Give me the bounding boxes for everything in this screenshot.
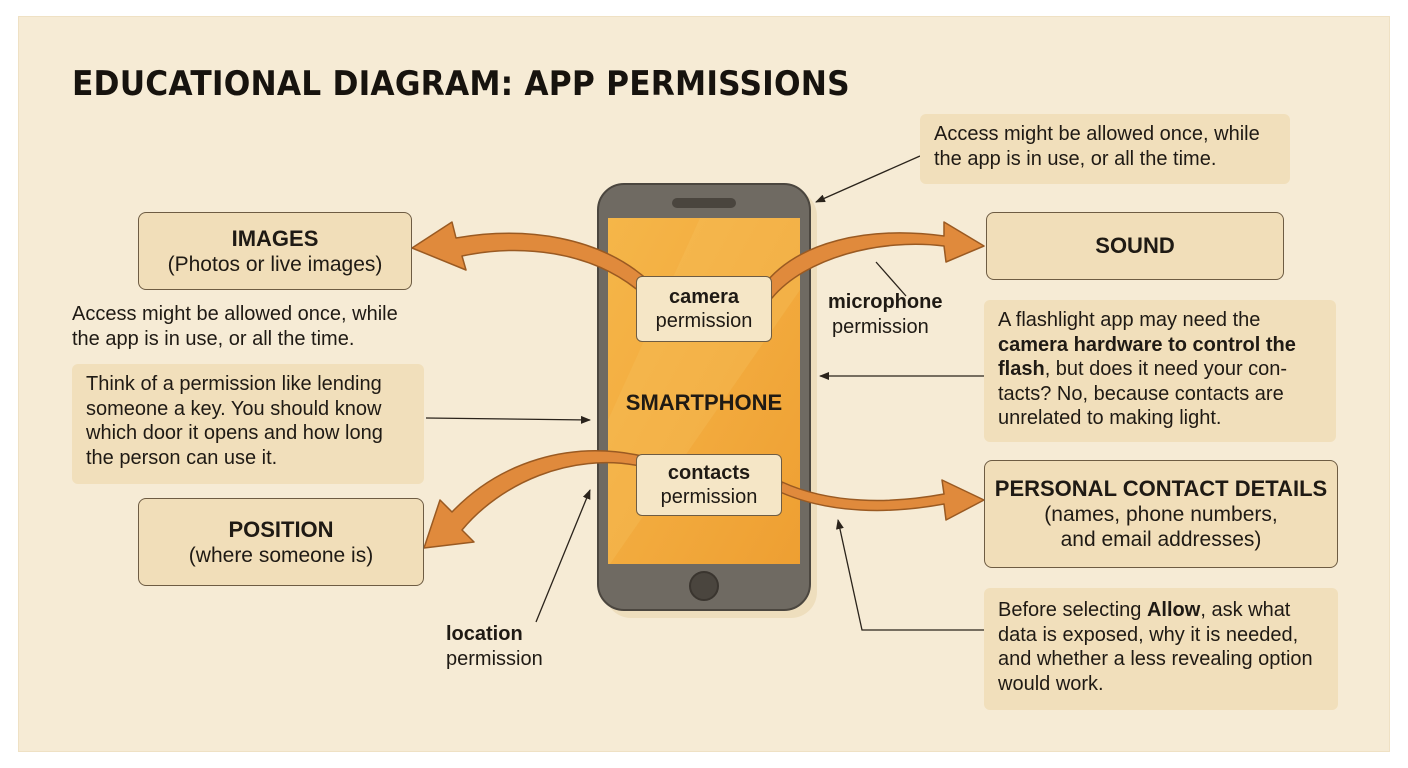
allow-pre: Before selecting (998, 599, 1147, 621)
allow-line4: would work. (998, 672, 1104, 695)
microphone-permission-label: microphone permission (828, 290, 942, 340)
allow-post: , ask what (1200, 599, 1291, 621)
images-heading: IMAGES (231, 225, 319, 251)
arrow-contacts-position (423, 450, 643, 549)
allow-line3: and whether a less revealing option (998, 648, 1313, 670)
access-note-top-line1: Access might be allowed once, while (934, 123, 1260, 145)
images-sub: (Photos or live images) (167, 252, 383, 276)
sound-heading: SOUND (1095, 233, 1175, 258)
camera-permission-word: permission (655, 310, 753, 332)
flashlight-bold1: camera hardware to control the (998, 333, 1296, 356)
flashlight-rest2: , but does it need your con- (1044, 358, 1288, 380)
flashlight-line4: unrelated to making light. (998, 407, 1222, 429)
position-box: POSITION (where someone is) (138, 498, 424, 586)
microphone-permission-name: microphone (828, 291, 943, 313)
allow-line2: data is exposed, why it is needed, (998, 623, 1299, 646)
position-sub: (where someone is) (188, 543, 374, 567)
key-analogy-note: Think of a permission like lending someo… (72, 364, 424, 484)
contact-details-sub1: (names, phone numbers, (1044, 503, 1278, 526)
camera-permission-name: camera (668, 286, 740, 308)
key-analogy-line1: Think of a permission like lending (86, 373, 382, 395)
pointer-allow (836, 519, 984, 631)
images-box: IMAGES (Photos or live images) (138, 212, 412, 290)
contacts-permission-word: permission (660, 486, 758, 508)
key-analogy-line3: which door it opens and how long (86, 422, 383, 444)
access-note-left-line2: the app is in use, or all the time. (72, 327, 355, 350)
flashlight-line3: tacts? No, because contacts are (998, 382, 1284, 405)
arrow-camera-images (411, 221, 651, 293)
contacts-permission-name: contacts (667, 462, 751, 484)
access-note-left-line1: Access might be allowed once, while (72, 303, 398, 325)
access-note-top: Access might be allowed once, while the … (920, 114, 1290, 184)
allow-bold: Allow (1146, 599, 1201, 621)
contact-details-box: PERSONAL CONTACT DETAILS (names, phone n… (984, 460, 1338, 568)
contacts-permission-label: contacts permission (636, 454, 782, 516)
pointer-key-analogy (425, 415, 591, 424)
allow-note: Before selecting Allow, ask what data is… (984, 588, 1338, 710)
contact-details-heading: PERSONAL CONTACT DETAILS (994, 476, 1328, 501)
arrow-camera-sound (759, 221, 985, 299)
flashlight-note: A flashlight app may need the camera har… (984, 300, 1336, 442)
flashlight-bold2: flash (998, 358, 1045, 380)
key-analogy-line4: the person can use it. (86, 446, 278, 469)
microphone-permission-word: permission (832, 316, 929, 338)
location-permission-label: location permission (446, 622, 543, 672)
key-analogy-line2: someone a key. You should know (86, 397, 382, 420)
sound-box: SOUND (986, 212, 1284, 280)
access-note-top-line2: the app is in use, or all the time. (934, 147, 1217, 170)
smartphone-label: SMARTPHONE (625, 390, 783, 415)
pointer-top-note (815, 155, 921, 203)
camera-permission-label: camera permission (636, 276, 772, 342)
pointer-location (535, 489, 591, 623)
access-note-left: Access might be allowed once, while the … (72, 302, 398, 351)
flashlight-line1: A flashlight app may need the (998, 309, 1261, 331)
location-permission-word: permission (446, 648, 543, 670)
position-heading: POSITION (228, 516, 334, 542)
diagram-title: EDUCATIONAL DIAGRAM: APP PERMISSIONS (72, 64, 850, 104)
location-permission-name: location (446, 623, 523, 645)
contact-details-sub2: and email addresses) (1060, 528, 1262, 551)
pointer-microphone (875, 261, 907, 297)
